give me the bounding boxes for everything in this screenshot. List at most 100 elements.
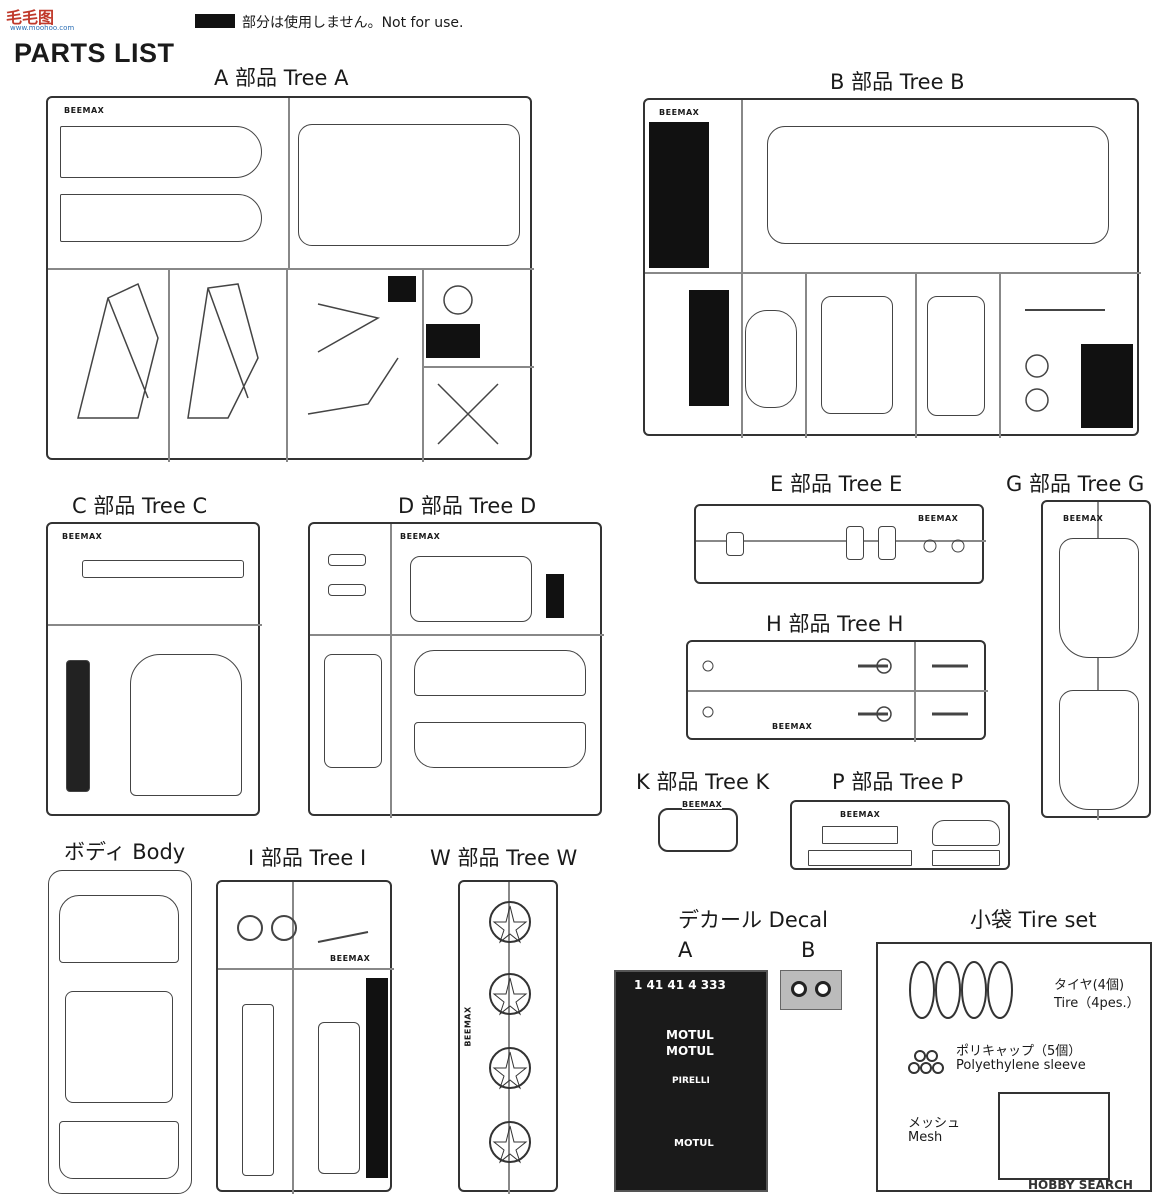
tree-p-label: P 部品 Tree P xyxy=(832,770,964,794)
tree-c-label: C 部品 Tree C xyxy=(72,494,208,518)
tree-h-frame: BEEMAX xyxy=(686,640,988,742)
tree-d-frame: BEEMAX xyxy=(308,522,604,818)
tree-e-label: E 部品 Tree E xyxy=(770,472,903,496)
tree-e-rings xyxy=(923,539,965,553)
tree-b-chassis xyxy=(767,126,1109,244)
tree-h-shocks xyxy=(702,658,968,722)
mesh-label-jp: メッシュ xyxy=(908,1116,961,1131)
site-logo-url: www.moohoo.com xyxy=(10,24,75,32)
tree-e-frame: BEEMAX xyxy=(694,504,986,584)
not-for-use-swatch xyxy=(195,14,235,28)
watermark: HOBBY SEARCH xyxy=(1028,1178,1133,1192)
tree-b-wing xyxy=(745,310,797,408)
tree-p-brand: BEEMAX xyxy=(840,810,881,819)
tree-b-front xyxy=(821,296,893,414)
tree-c-brand: BEEMAX xyxy=(62,532,103,541)
tree-e-part-1 xyxy=(726,532,744,556)
tireset-title: 小袋 Tire set xyxy=(970,908,1097,932)
tire-icon xyxy=(909,961,1013,1019)
tree-w-wheels xyxy=(489,901,531,1164)
tree-p-plate-2 xyxy=(932,820,1000,846)
tree-a-panel-2 xyxy=(60,194,262,242)
tree-d-side-window-2 xyxy=(414,722,586,768)
tree-i-label: I 部品 Tree I xyxy=(248,846,367,870)
tree-b-brand: BEEMAX xyxy=(659,108,700,117)
tree-g-frame: BEEMAX xyxy=(1041,500,1151,820)
tree-d-brand: BEEMAX xyxy=(400,532,441,541)
tree-i-brand: BEEMAX xyxy=(330,954,371,963)
tree-d-side-window-1 xyxy=(414,650,586,696)
decal-numbers: 1 41 41 4 333 xyxy=(634,978,726,992)
mesh-label-en: Mesh xyxy=(908,1130,943,1145)
tree-k-frame: BEEMAX xyxy=(658,800,738,852)
tree-i-unused-1 xyxy=(366,978,388,1178)
tree-b-unused-1 xyxy=(649,122,709,268)
tree-b-label: B 部品 Tree B xyxy=(830,70,965,94)
tree-a-frame: BEEMAX xyxy=(46,96,534,462)
tree-h-brand: BEEMAX xyxy=(772,722,813,731)
tire-label-jp: タイヤ(4個) xyxy=(1054,978,1125,993)
tree-c-grille xyxy=(66,660,90,792)
decal-motul-2: MOTUL xyxy=(666,1044,714,1058)
tree-h-label: H 部品 Tree H xyxy=(766,612,904,636)
tree-b-frame: BEEMAX xyxy=(643,98,1141,438)
tree-a-label: A 部品 Tree A xyxy=(214,66,349,90)
tree-g-interior-2 xyxy=(1059,690,1139,810)
tree-p-plate-4 xyxy=(932,850,1000,866)
tree-b-unused-3 xyxy=(1081,344,1133,428)
tree-a-panel-1 xyxy=(60,126,262,178)
not-for-use-legend: 部分は使用しません。Not for use. xyxy=(242,15,464,31)
tree-e-part-3 xyxy=(878,526,896,560)
tree-p-plate-3 xyxy=(808,850,912,866)
tree-k-label: K 部品 Tree K xyxy=(636,770,770,794)
page-title: PARTS LIST xyxy=(14,38,175,68)
tree-d-rear-window xyxy=(324,654,382,768)
site-logo: 毛毛图 www.moohoo.com xyxy=(4,4,82,34)
tree-i-frame: BEEMAX xyxy=(216,880,394,1194)
tree-d-rect-1 xyxy=(328,554,366,566)
tire-label-en: Tire（4pes.） xyxy=(1054,996,1140,1011)
tree-a-floor xyxy=(298,124,520,246)
tree-g-interior-1 xyxy=(1059,538,1139,658)
sleeve-label-jp: ポリキャップ（5個） xyxy=(956,1044,1082,1059)
tree-w-frame: BEEMAX xyxy=(458,880,558,1194)
body-label: ボディ Body xyxy=(64,840,186,864)
tree-a-unused-1 xyxy=(388,276,416,302)
tree-g-label: G 部品 Tree G xyxy=(1006,472,1145,496)
tree-b-wheels xyxy=(1025,309,1105,412)
body-shell xyxy=(48,870,192,1194)
tree-c-hood xyxy=(130,654,242,796)
site-logo-text: 毛毛图 xyxy=(6,8,55,27)
sleeve-icon xyxy=(908,1050,944,1074)
tree-i-grille xyxy=(242,1004,274,1176)
tree-p-plate-1 xyxy=(822,826,898,844)
decal-a-label: A xyxy=(678,938,693,962)
tree-c-rear-panel xyxy=(82,560,244,578)
mesh-swatch xyxy=(998,1092,1110,1180)
tireset-box: タイヤ(4個) Tire（4pes.） ポリキャップ（5個） Polyethyl… xyxy=(876,942,1152,1192)
tree-d-rect-2 xyxy=(328,584,366,596)
decal-pirelli: PIRELLI xyxy=(672,1076,710,1086)
decal-b-label: B xyxy=(801,938,816,962)
decal-motul-1: MOTUL xyxy=(666,1028,714,1042)
tree-a-brand: BEEMAX xyxy=(64,106,105,115)
tree-a-unused-2 xyxy=(426,324,480,358)
decal-sheet-b xyxy=(780,970,842,1010)
watermark-text: HOBBY SEARCH xyxy=(1028,1178,1133,1192)
tree-i-parts xyxy=(237,915,369,943)
tree-b-dash xyxy=(927,296,985,416)
tree-i-spoiler xyxy=(318,1022,360,1174)
tree-g-brand: BEEMAX xyxy=(1063,514,1104,523)
tree-c-frame: BEEMAX xyxy=(46,522,262,816)
decal-sheet-a: 1 41 41 4 333 MOTUL MOTUL PIRELLI MOTUL xyxy=(614,970,768,1192)
decal-title: デカール Decal xyxy=(678,908,829,932)
decal-motul-3: MOTUL xyxy=(674,1138,714,1149)
tree-d-unused-1 xyxy=(546,574,564,618)
sleeve-label-en: Polyethylene sleeve xyxy=(956,1058,1086,1073)
tree-d-label: D 部品 Tree D xyxy=(398,494,537,518)
tree-e-part-2 xyxy=(846,526,864,560)
tree-b-unused-2 xyxy=(689,290,729,406)
tree-k-brand: BEEMAX xyxy=(682,800,723,809)
tree-p-frame: BEEMAX xyxy=(790,800,1010,870)
tree-w-label: W 部品 Tree W xyxy=(430,846,578,870)
